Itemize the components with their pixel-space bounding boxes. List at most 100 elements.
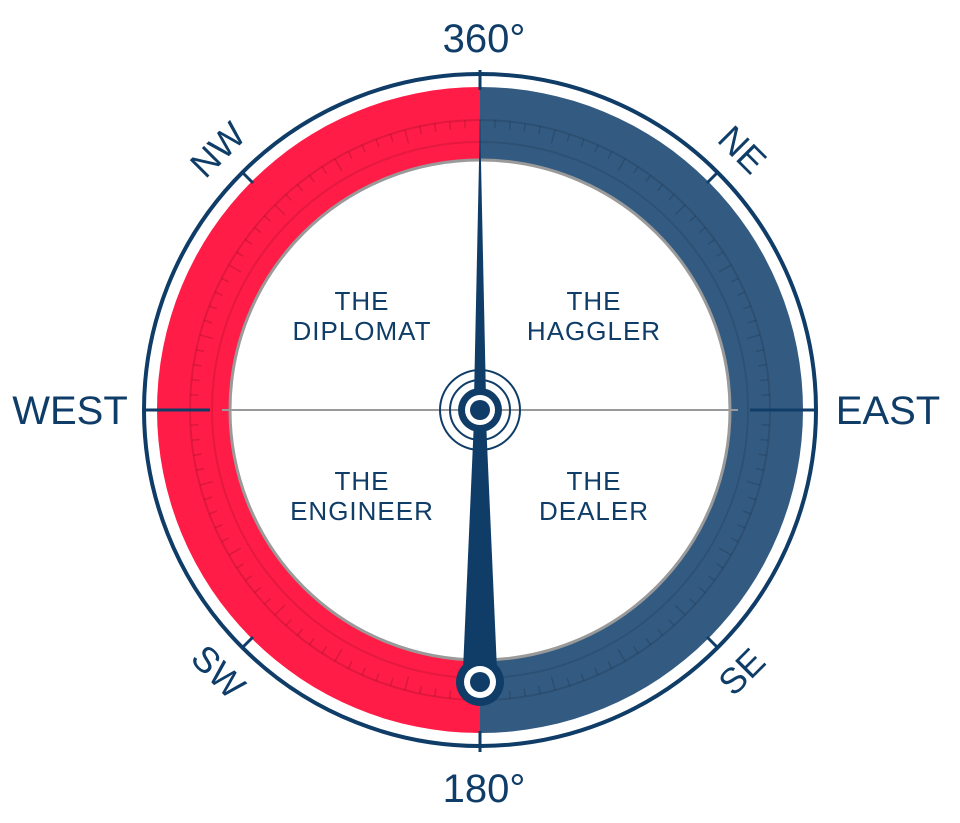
band-tick [334, 158, 343, 172]
band-tick [617, 648, 626, 662]
band-tick [285, 193, 292, 201]
band-tick [743, 305, 752, 310]
band-tick [566, 677, 571, 687]
band-tick [707, 238, 716, 245]
band-tick [668, 619, 675, 627]
west-half-band [157, 87, 480, 733]
band-tick [196, 348, 205, 353]
band-tick [236, 562, 244, 569]
band-tick [389, 133, 394, 143]
band-tick [208, 510, 217, 515]
band-tick [645, 174, 652, 183]
band-tick [716, 251, 724, 258]
quadrant-bottom-left-line2: ENGINEER [290, 496, 434, 526]
band-tick [718, 264, 732, 273]
se-mark [705, 635, 719, 649]
band-tick [550, 676, 556, 691]
east-half-band [480, 87, 803, 733]
band-tick [203, 319, 213, 324]
band-tick [632, 646, 639, 654]
band-tick [404, 676, 410, 691]
east-label: EAST [836, 389, 940, 433]
band-tick [375, 138, 380, 147]
band-tick [203, 496, 213, 501]
nw-mark [241, 171, 255, 185]
band-tick [730, 537, 739, 543]
band-tick [448, 121, 452, 130]
band-tick [716, 562, 724, 569]
band-tick [747, 319, 757, 324]
needle-tail-dot [470, 672, 490, 692]
band-tick [645, 637, 652, 646]
band-tick [755, 467, 764, 472]
band-tick [221, 277, 230, 283]
band-tick [433, 688, 437, 697]
band-tick [746, 334, 761, 340]
band-tick [404, 129, 410, 144]
band-tick [191, 378, 200, 382]
band-tick [296, 184, 304, 192]
band-tick [448, 690, 452, 699]
band-tick [746, 480, 761, 486]
quadrant-top-right-line1: THE [567, 286, 622, 316]
band-tick [208, 305, 217, 310]
band-tick [747, 496, 757, 501]
south-label: 180° [443, 767, 526, 811]
band-tick [347, 660, 353, 669]
quadrant-top-left-line2: DIPLOMAT [293, 316, 432, 346]
band-tick [508, 121, 512, 130]
band-tick [418, 126, 423, 135]
band-tick [361, 144, 366, 153]
band-tick [758, 453, 767, 457]
band-tick [537, 685, 542, 694]
band-tick [743, 510, 752, 515]
band-tick [347, 151, 353, 160]
band-tick [228, 547, 242, 556]
band-tick [361, 667, 366, 676]
band-tick [523, 688, 527, 697]
band-tick [755, 348, 764, 353]
band-tick [193, 363, 202, 367]
band-tick [418, 685, 423, 694]
band-tick [193, 453, 202, 457]
band-tick [244, 238, 253, 245]
band-tick [707, 575, 716, 582]
quadrant-bottom-right-line2: DEALER [539, 496, 649, 526]
band-tick [656, 184, 664, 192]
band-tick [523, 123, 527, 132]
ne-mark [705, 171, 719, 185]
band-tick [760, 378, 769, 382]
band-tick [674, 204, 686, 216]
band-tick [566, 133, 571, 143]
band-tick [758, 363, 767, 367]
band-tick [689, 598, 697, 605]
band-tick [580, 673, 585, 682]
quadrant-bottom-left-line1: THE [335, 466, 390, 496]
band-tick [550, 129, 556, 144]
band-tick [737, 291, 746, 296]
band-tick [191, 438, 200, 442]
band-tick [389, 677, 394, 687]
band-tick [508, 690, 512, 699]
band-tick [594, 144, 599, 153]
band-tick [617, 158, 626, 172]
band-tick [674, 604, 686, 616]
band-tick [263, 598, 271, 605]
band-tick [214, 524, 223, 529]
band-tick [656, 628, 664, 636]
band-tick [321, 646, 328, 654]
band-tick [274, 604, 286, 616]
center-pivot-dot [470, 400, 490, 420]
band-tick [698, 586, 706, 594]
band-tick [580, 138, 585, 147]
band-tick [308, 637, 315, 646]
band-tick [737, 524, 746, 529]
band-tick [263, 215, 271, 222]
band-tick [285, 619, 292, 627]
quadrant-bottom-right-line1: THE [567, 466, 622, 496]
band-tick [594, 667, 599, 676]
band-tick [433, 123, 437, 132]
band-tick [668, 193, 675, 201]
